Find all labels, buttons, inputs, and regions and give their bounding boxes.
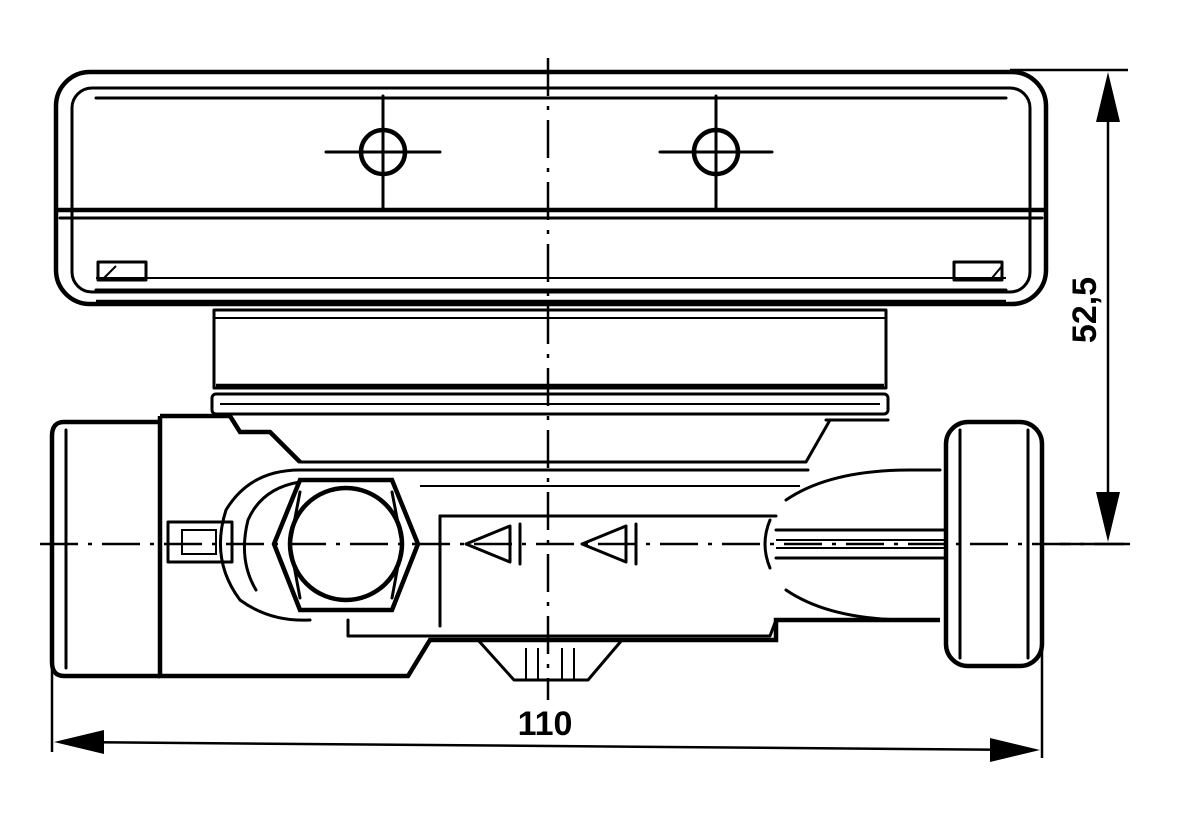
left-coupling [49, 419, 234, 679]
height-arrow-top [1096, 72, 1120, 122]
right-clip [952, 260, 1004, 282]
mounting-hole-left [324, 94, 442, 212]
mounting-hole-right [658, 94, 774, 212]
left-clip [96, 260, 148, 282]
width-arrow-left [54, 730, 104, 754]
width-label: 110 [518, 705, 573, 743]
height-dimension: 52,5 [1010, 68, 1130, 546]
width-dimension: 110 [50, 640, 1044, 762]
height-arrow-bottom [1096, 492, 1120, 542]
height-label: 52,5 [1066, 277, 1104, 343]
register-housing [53, 69, 1049, 307]
drain-nub [476, 638, 624, 682]
neck [96, 299, 1006, 416]
width-arrow-right [990, 738, 1040, 762]
